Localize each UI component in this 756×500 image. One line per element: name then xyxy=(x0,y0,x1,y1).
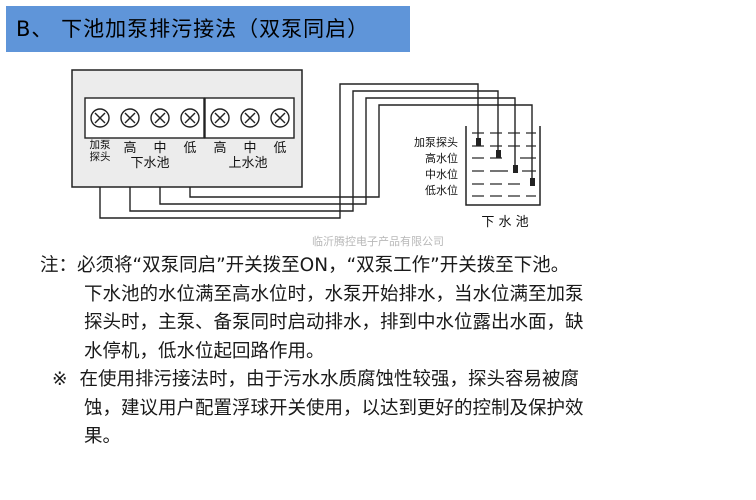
terminal-screw-icon xyxy=(120,108,140,128)
probe-add-pump xyxy=(476,138,481,146)
wiring-diagram: 加泵探头高中低高中低 下水池 上水池 加泵探头高水位中水位低水位 下 水 池 xyxy=(71,69,541,230)
watermark: 临沂腾控电子产品有限公司 xyxy=(312,235,444,248)
terminal-screw-icon xyxy=(90,108,110,128)
lower-pool-label: 下水池 xyxy=(130,156,169,171)
terminal-screw-icon xyxy=(210,108,230,128)
probe-low xyxy=(530,178,535,186)
probe-mid xyxy=(513,165,518,173)
note-line-4: 水停机，低水位起回路作用。 xyxy=(84,340,325,362)
terminal-label: 低 xyxy=(273,141,286,156)
note-line-3: 探头时，主泵、备泵同时启动排水，排到中水位露出水面，缺 xyxy=(84,312,584,333)
wire-low xyxy=(189,104,533,198)
mark-line-1: ※在使用排污接法时，由于污水水质腐蚀性较强，探头容易被腐 xyxy=(52,369,580,390)
water-surface xyxy=(472,132,536,197)
terminal-label: 加泵 xyxy=(90,139,111,151)
terminal-screw-icon xyxy=(180,108,200,128)
terminal-label: 高 xyxy=(123,140,136,156)
note-line-1: 注：必须将“双泵同启”开关拨至ON，“双泵工作”开关拨至下池。 xyxy=(40,255,570,276)
wire-high xyxy=(129,90,499,212)
terminal-label: 高 xyxy=(213,140,226,156)
probe-label: 加泵探头 xyxy=(414,136,458,149)
probe-high xyxy=(496,150,501,158)
terminal-label: 探头 xyxy=(90,150,111,163)
upper-pool-label: 上水池 xyxy=(228,156,267,171)
probe-label: 低水位 xyxy=(425,183,458,197)
terminal-screw-icon xyxy=(150,108,170,128)
mark-line-2: 蚀，建议用户配置浮球开关使用，以达到更好的控制及保护效 xyxy=(84,397,584,419)
terminal-screw-icon xyxy=(270,108,290,128)
probe-label: 中水位 xyxy=(425,167,458,181)
terminal-screw-icon xyxy=(240,108,260,128)
note-prefix: 注： xyxy=(40,255,78,276)
tank xyxy=(465,126,541,206)
section-title: B、 下池加泵排污接法（双泵同启） xyxy=(6,6,410,52)
wire-probe xyxy=(99,83,479,219)
tank-caption: 下 水 池 xyxy=(481,215,528,230)
probe-label: 高水位 xyxy=(425,151,458,165)
terminal-label: 中 xyxy=(153,141,166,156)
terminal-label: 低 xyxy=(183,141,196,156)
reference-mark: ※ xyxy=(52,369,68,390)
notes: 注：必须将“双泵同启”开关拨至ON，“双泵工作”开关拨至下池。 下水池的水位满至… xyxy=(40,252,740,452)
wire-mid xyxy=(159,97,516,205)
terminal-label: 中 xyxy=(243,141,256,156)
mark-line-3: 果。 xyxy=(84,426,122,447)
note-line-2: 下水池的水位满至高水位时，水泵开始排水，当水位满至加泵 xyxy=(84,283,584,305)
